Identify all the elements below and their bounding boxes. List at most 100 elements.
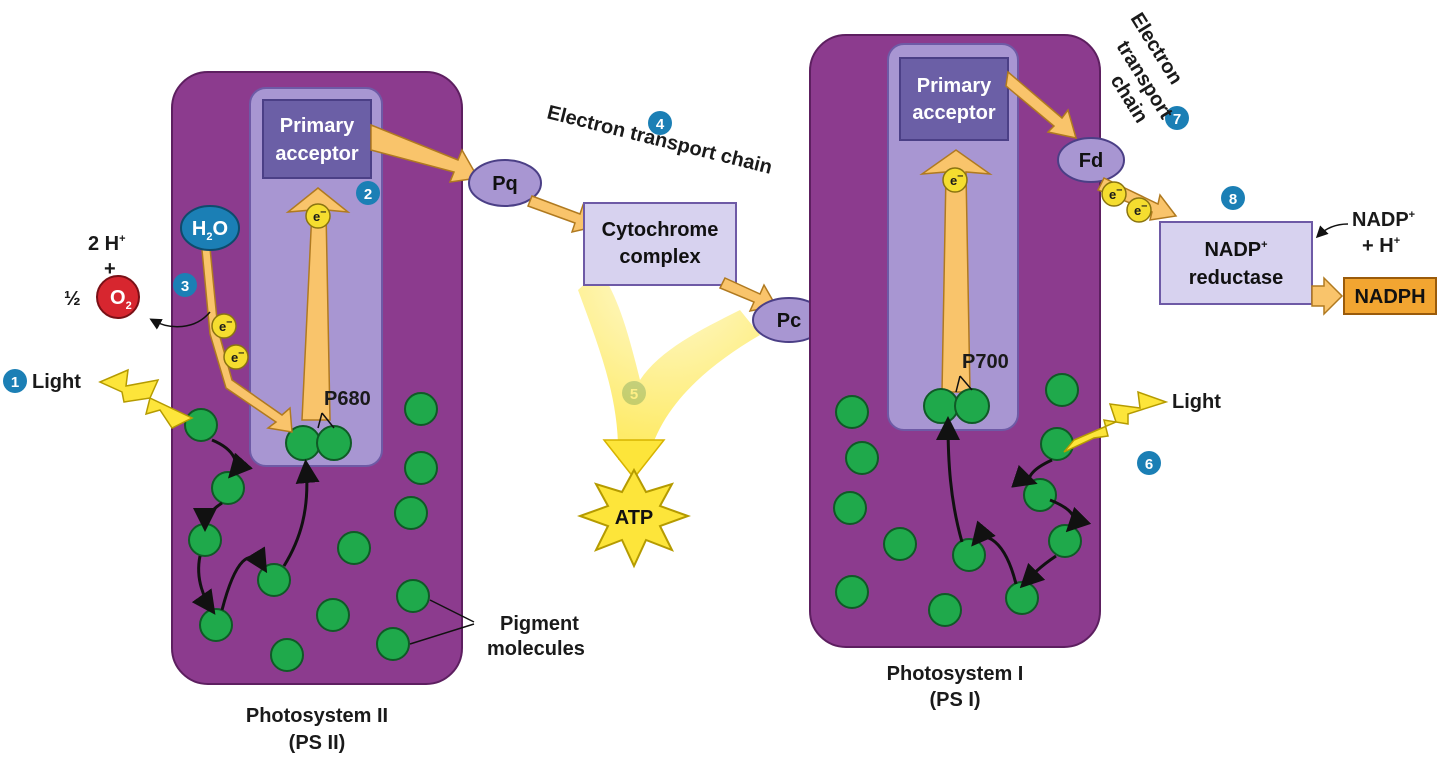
pq-label: Pq xyxy=(492,173,518,195)
pigment-molecule xyxy=(883,527,917,561)
step-3-badge xyxy=(173,273,197,297)
plastoquinone-carrier xyxy=(468,159,542,207)
pigment-molecule xyxy=(833,491,867,525)
ps2-pigment-molecules xyxy=(184,392,438,672)
pigment-molecule xyxy=(1023,478,1057,512)
water-electron-label-2: e– xyxy=(231,347,244,365)
pigment-molecule xyxy=(337,531,371,565)
reductase-to-nadph-arrow xyxy=(1311,276,1344,316)
ps1-title-line2: (PS I) xyxy=(929,689,980,711)
pigment-molecule xyxy=(952,538,986,572)
cytochrome-complex-box xyxy=(583,202,737,286)
step-6-badge xyxy=(1137,451,1161,475)
ps2-energy-transfer-arrows xyxy=(191,438,320,615)
p700-label: P700 xyxy=(962,351,1009,373)
pigment-molecule xyxy=(835,575,869,609)
pc-label: Pc xyxy=(777,310,801,332)
p680-pointer xyxy=(317,412,335,429)
ps2-title-line2: (PS II) xyxy=(289,732,346,754)
step-1-number: 1 xyxy=(11,374,19,391)
ps1-lightning-bolt-icon xyxy=(1063,390,1169,453)
pigment-molecule xyxy=(211,471,245,505)
water-products: 2 H+ + ½ O2 xyxy=(64,233,211,330)
p700-pigment-b xyxy=(954,388,990,424)
acceptor-to-fd-arrow xyxy=(1005,70,1078,139)
fd-electron-icon-2 xyxy=(1126,197,1152,223)
oxygen-release-arrow xyxy=(149,311,211,330)
step-1-badge xyxy=(3,369,27,393)
pigment-molecule xyxy=(257,563,291,597)
step-2-badge xyxy=(356,181,380,205)
nadp-input-label: NADP+ xyxy=(1352,209,1415,231)
ps1-energy-transfer-arrows xyxy=(936,416,1092,589)
oxygen-label: O2 xyxy=(110,287,132,312)
ps1-primary-acceptor-line1: Primary xyxy=(917,75,992,97)
pigment-molecule xyxy=(404,451,438,485)
water-label: H2O xyxy=(192,218,228,243)
pigment-molecule xyxy=(845,441,879,475)
ps2-electron-icon xyxy=(305,203,331,229)
pigment-molecule xyxy=(404,392,438,426)
step-4-number: 4 xyxy=(656,116,665,133)
pigment-molecule xyxy=(835,395,869,429)
oxygen-molecule-icon xyxy=(96,275,140,319)
p680-label: P680 xyxy=(324,388,371,410)
half-label: ½ xyxy=(64,288,81,310)
ps1-title-line1: Photosystem I xyxy=(887,663,1024,685)
pigment-molecule xyxy=(270,638,304,672)
reductase-line2: reductase xyxy=(1189,267,1284,289)
ps1-light-label: Light xyxy=(1172,391,1221,413)
step-4-badge xyxy=(648,111,672,135)
pigment-label-line2: molecules xyxy=(487,638,585,660)
atp-funnel-tip xyxy=(602,439,666,480)
ps1-light-input: Light xyxy=(1063,390,1221,453)
fd-label: Fd xyxy=(1079,150,1103,172)
pigment-molecule xyxy=(316,598,350,632)
pigment-molecule xyxy=(1045,373,1079,407)
nadp-input-arrow xyxy=(1315,223,1349,239)
nadp-reductase-box xyxy=(1159,221,1313,305)
ps1-electron-icon xyxy=(942,167,968,193)
pigment-molecule xyxy=(199,608,233,642)
pigment-molecule xyxy=(376,627,410,661)
step-6-number: 6 xyxy=(1145,456,1153,473)
photosystem-ii: Primary acceptor e– P680 xyxy=(171,71,463,685)
step-2-number: 2 xyxy=(364,186,372,203)
water-electron-icon-2 xyxy=(223,344,249,370)
water-to-p680-arrow xyxy=(201,247,293,433)
ps2-lightning-bolt-icon xyxy=(98,368,194,429)
ps2-light-label: Light xyxy=(32,371,81,393)
hydrogen-ions-label: 2 H+ xyxy=(88,233,126,255)
pigment-molecule xyxy=(1005,581,1039,615)
plus-sign: + xyxy=(104,258,116,280)
ps1-primary-acceptor-line2: acceptor xyxy=(912,102,996,124)
photosystem-i: Primary acceptor e– P700 xyxy=(809,34,1101,711)
cytochrome-line1: Cytochrome xyxy=(602,219,719,241)
ps2-light-input: Light xyxy=(32,368,194,429)
ferredoxin-carrier xyxy=(1057,137,1125,183)
acceptor-to-pq-arrow xyxy=(370,123,480,183)
pigment-molecule xyxy=(394,496,428,530)
pigment-molecules-callout: Pigment molecules xyxy=(409,599,585,660)
ps2-primary-acceptor-box xyxy=(262,99,372,179)
pigment-molecule xyxy=(1040,427,1074,461)
fd-electron-label-2: e– xyxy=(1134,200,1147,218)
water-electron-label-1: e– xyxy=(219,316,232,334)
fd-electron-label-1: e– xyxy=(1109,184,1122,202)
ps1-excitation-arrow xyxy=(919,149,993,393)
p700-pigment-a xyxy=(923,388,959,424)
nadph-product-box xyxy=(1343,277,1437,315)
ps1-primary-acceptor-box xyxy=(899,57,1009,141)
step-8-badge xyxy=(1221,186,1245,210)
step-7-number: 7 xyxy=(1173,111,1181,128)
atp-label: ATP xyxy=(615,507,654,529)
step-8-number: 8 xyxy=(1229,191,1237,208)
atp-starburst-icon xyxy=(577,467,691,569)
ps2-primary-acceptor-line1: Primary xyxy=(280,115,355,137)
fd-electron-icon-1 xyxy=(1101,181,1127,207)
pigment-molecule xyxy=(184,408,218,442)
pigment-molecule xyxy=(188,523,222,557)
nadph-label: NADPH xyxy=(1354,286,1425,308)
ps1-electron-label: e– xyxy=(950,170,963,188)
